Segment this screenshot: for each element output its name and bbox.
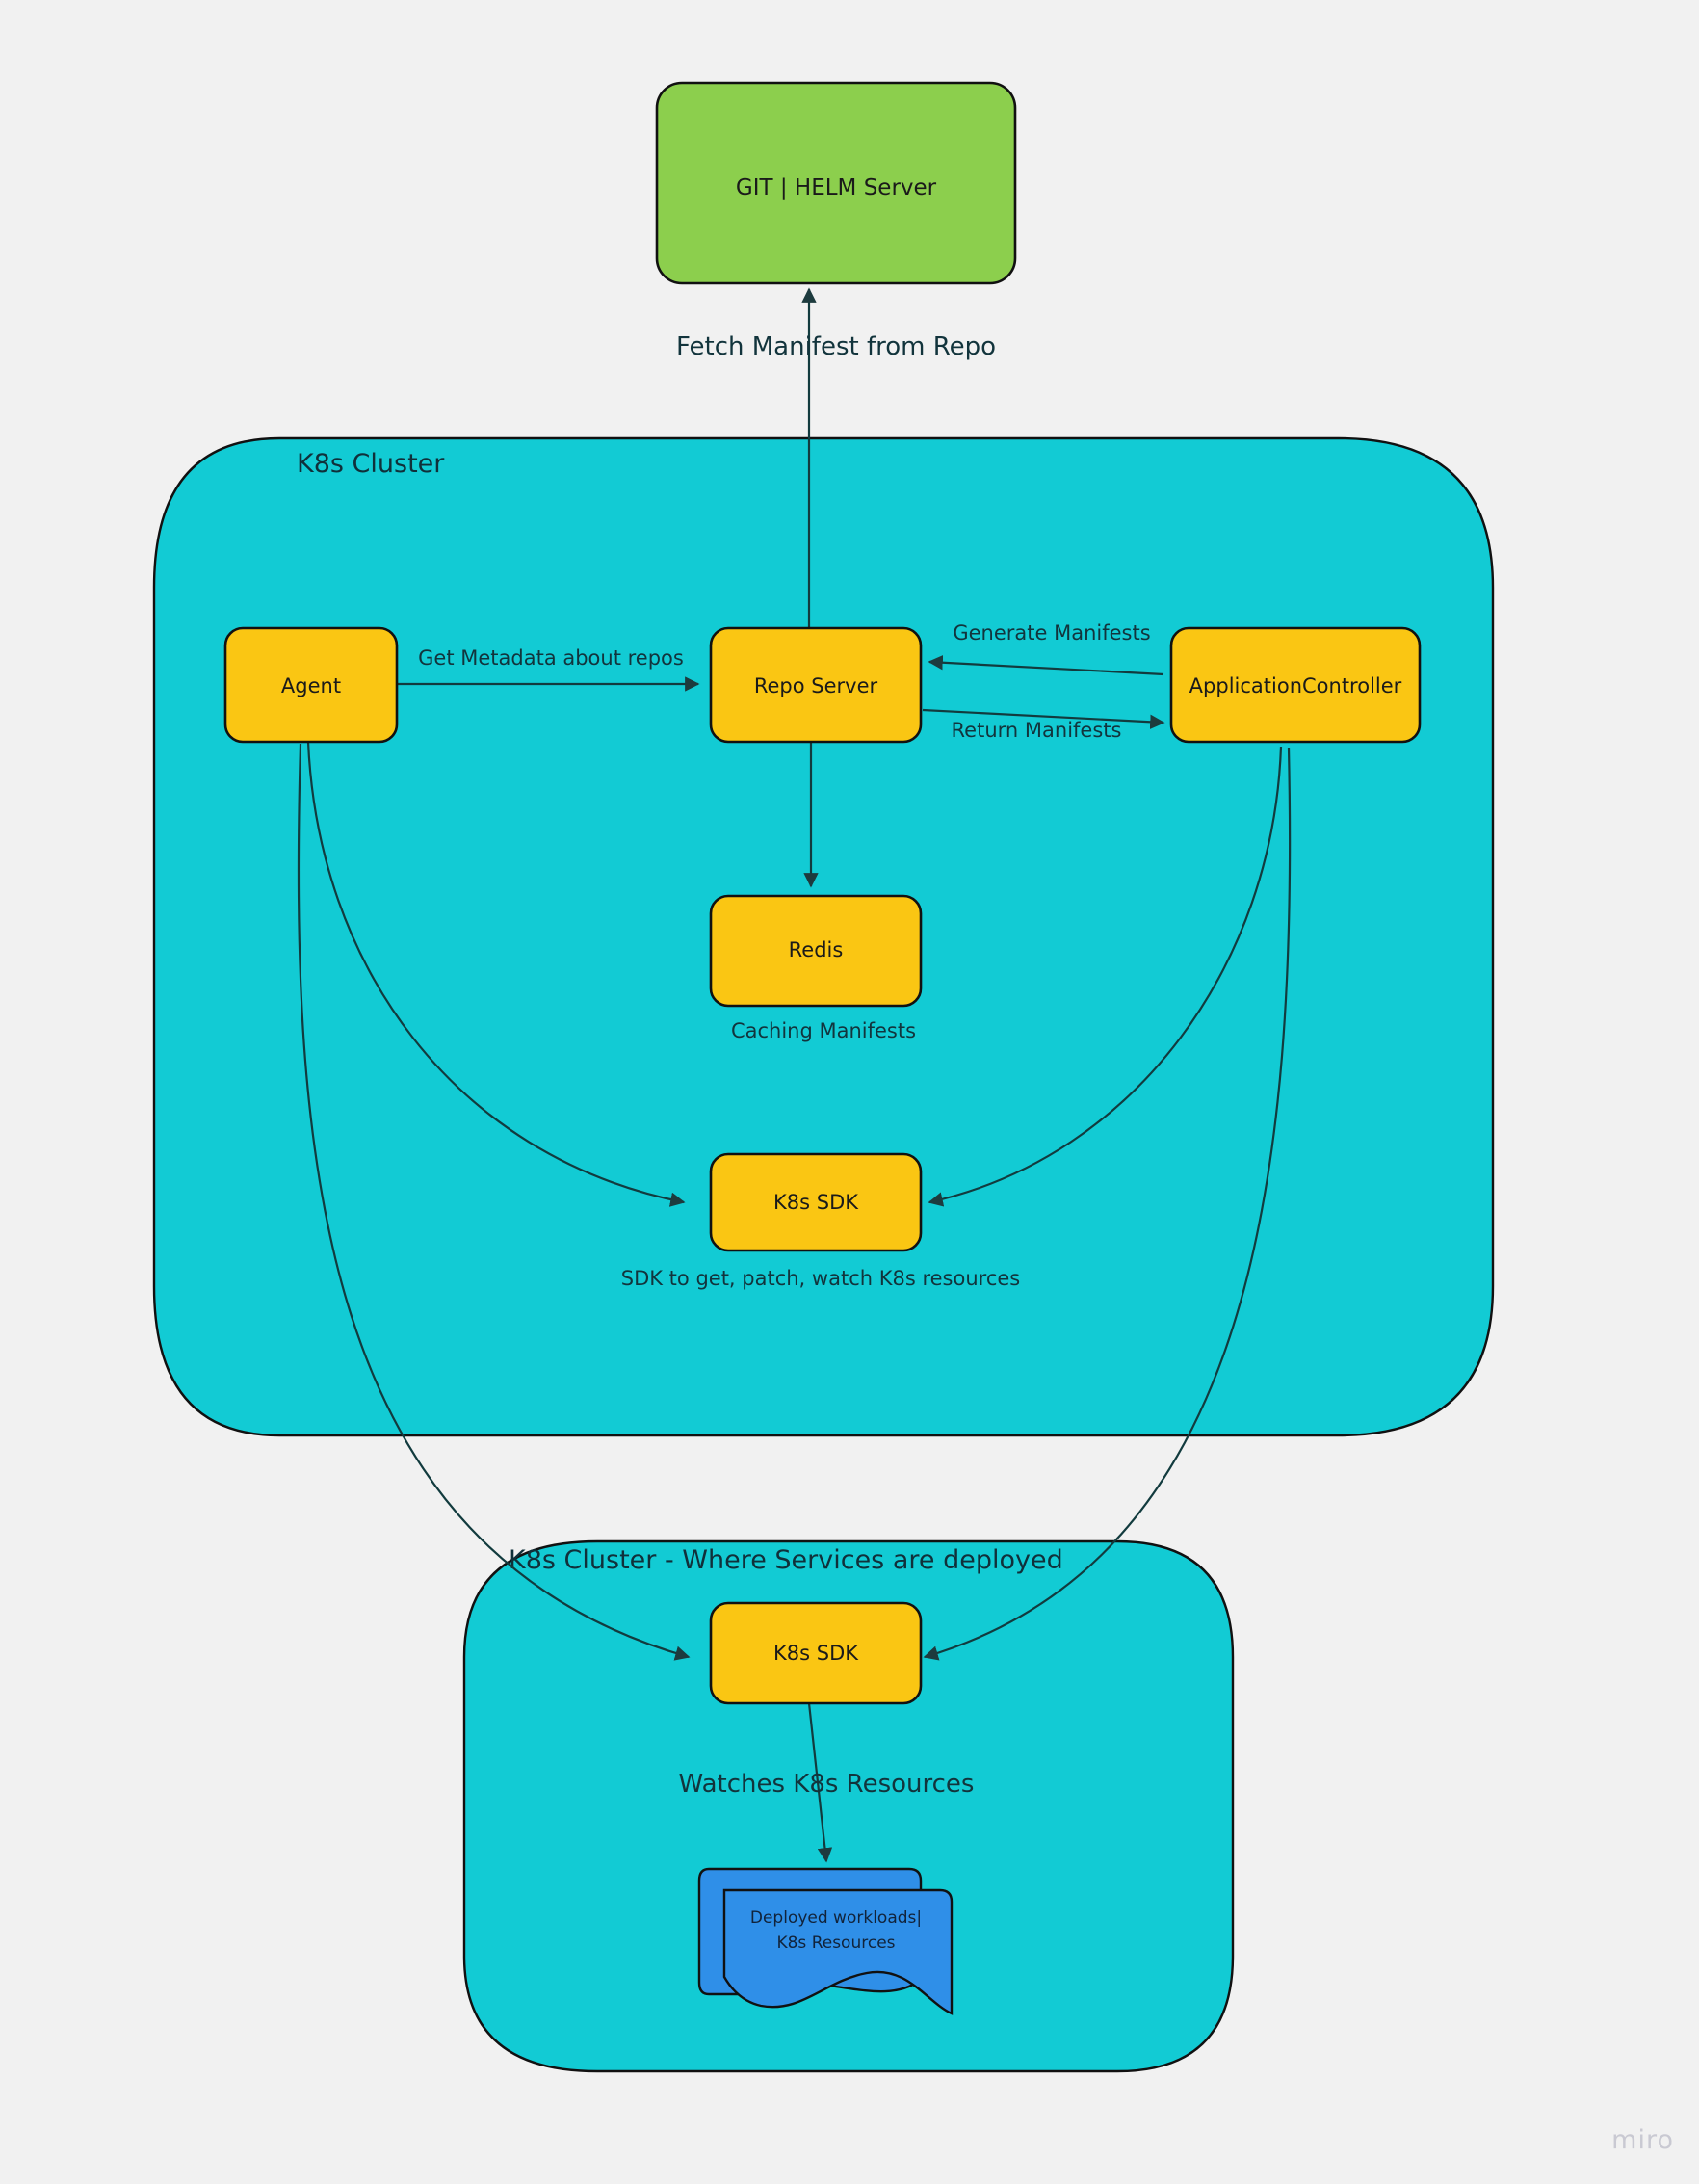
node-agent[interactable]: Agent <box>223 626 399 744</box>
deployed-workloads-text-line1: Deployed workloads| <box>750 1908 922 1928</box>
edge-label-fetch-manifest: Fetch Manifest from Repo <box>676 332 996 361</box>
k8s-sdk-upper-label: K8s SDK <box>773 1191 859 1214</box>
agent-label: Agent <box>281 674 341 697</box>
caption-k8s-sdk-upper: SDK to get, patch, watch K8s resources <box>621 1267 1021 1290</box>
k8s-sdk-upper-shape[interactable] <box>709 1152 923 1252</box>
git-helm-server-label: GIT | HELM Server <box>736 175 937 200</box>
application-controller-shape[interactable] <box>1169 626 1422 744</box>
edge-appctrl-to-sdk-lower <box>923 747 1292 1661</box>
edge-sdk-to-workloads <box>807 1702 833 1863</box>
node-k8s-sdk-upper[interactable]: K8s SDK <box>709 1152 923 1252</box>
redis-shape[interactable] <box>709 894 923 1008</box>
edge-agent-to-sdk-upper <box>306 741 686 1207</box>
application-controller-label: ApplicationController <box>1189 674 1402 697</box>
edge-appctrl-to-sdk-upper <box>928 746 1283 1207</box>
deployed-workloads-text-line2: K8s Resources <box>776 1934 895 1953</box>
node-application-controller[interactable]: ApplicationController <box>1169 626 1422 744</box>
edge-agent-to-sdk-lower <box>297 743 691 1661</box>
edge-label-generate-manifests: Generate Manifests <box>953 621 1150 645</box>
redis-label: Redis <box>789 938 844 961</box>
cluster-lower-title: K8s Cluster - Where Services are deploye… <box>509 1545 1063 1575</box>
cluster-upper-title: K8s Cluster <box>297 449 445 479</box>
miro-watermark: miro <box>1611 2125 1674 2155</box>
edge-return-manifests <box>922 708 1165 729</box>
cluster-lower: K8s Cluster - Where Services are deploye… <box>462 1539 1235 2073</box>
deployed-workloads-front-sheet[interactable] <box>722 1888 954 2015</box>
repo-server-shape[interactable] <box>709 626 923 744</box>
cluster-lower-shape <box>462 1539 1235 2073</box>
node-deployed-workloads[interactable]: Deployed workloads| Deployed workloads| … <box>697 1867 954 2015</box>
node-k8s-sdk-lower[interactable]: K8s SDK <box>709 1601 923 1705</box>
edge-label-return-manifests: Return Manifests <box>952 719 1122 742</box>
edge-label-get-metadata: Get Metadata about repos <box>418 646 684 670</box>
k8s-sdk-lower-label: K8s SDK <box>773 1642 859 1665</box>
edge-generate-manifests <box>928 655 1164 676</box>
git-helm-server-shape[interactable] <box>655 81 1017 285</box>
edge-label-watches-k8s-resources: Watches K8s Resources <box>679 1770 975 1799</box>
caption-caching-manifests: Caching Manifests <box>731 1019 916 1042</box>
k8s-sdk-lower-shape[interactable] <box>709 1601 923 1705</box>
agent-shape[interactable] <box>223 626 399 744</box>
node-redis[interactable]: Redis <box>709 894 923 1008</box>
repo-server-label: Repo Server <box>754 674 878 697</box>
node-git-helm-server[interactable]: GIT | HELM Server <box>655 81 1017 285</box>
node-repo-server[interactable]: Repo Server <box>709 626 923 744</box>
